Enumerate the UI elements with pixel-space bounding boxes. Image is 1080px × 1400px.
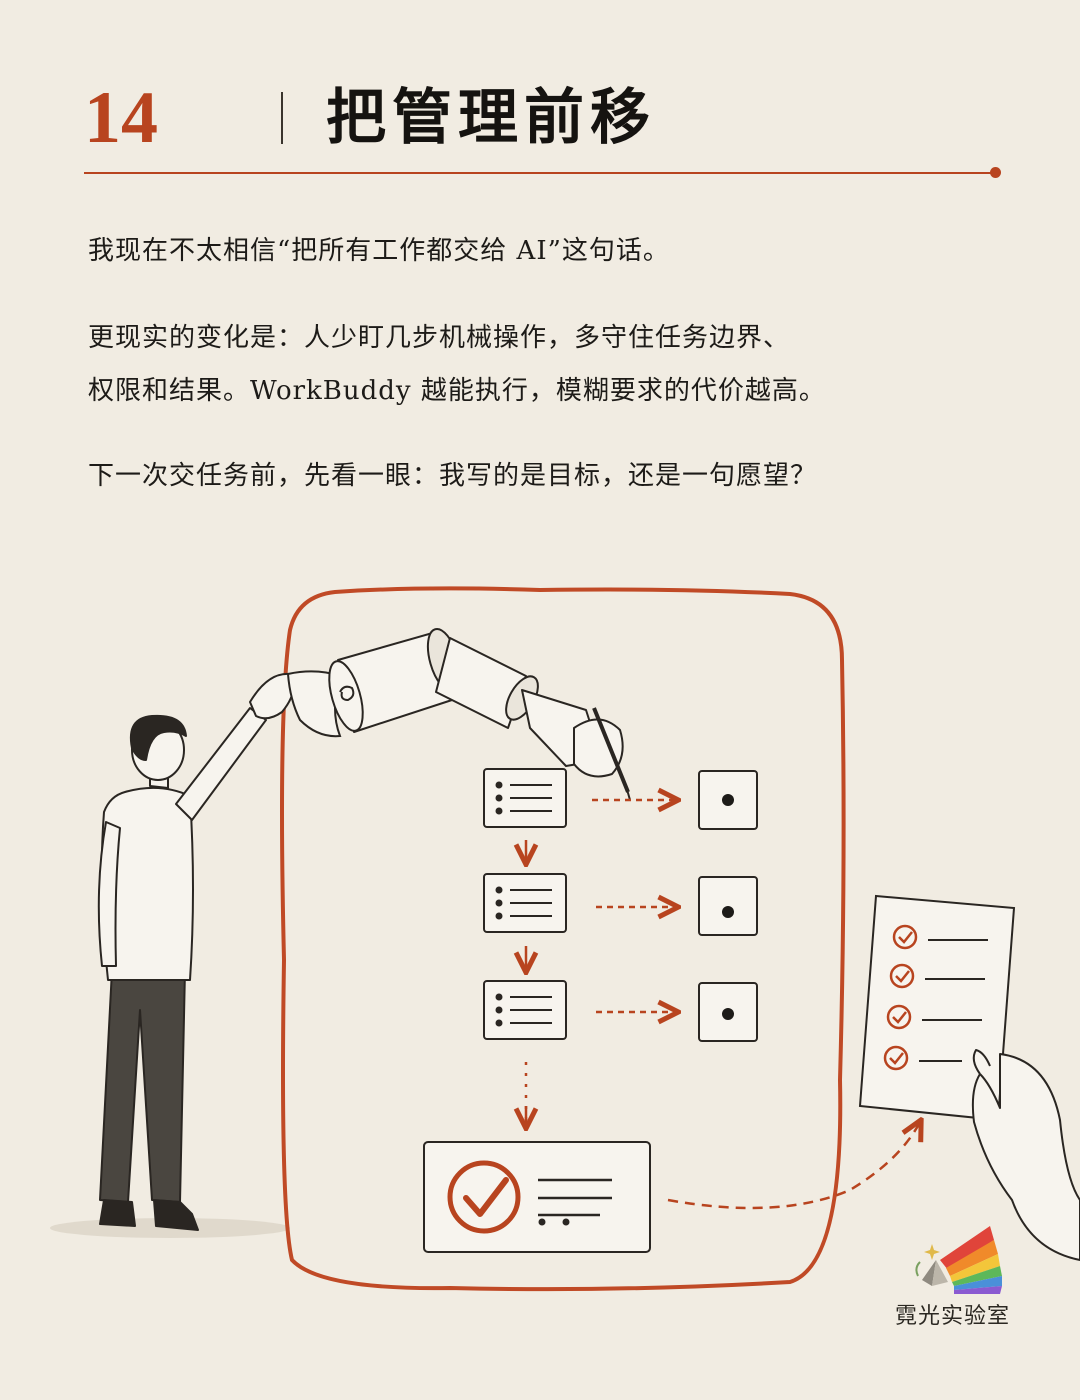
paragraph-3: 下一次交任务前，先看一眼：我写的是目标，还是一句愿望？ <box>88 461 818 491</box>
brand-logo <box>915 1226 1002 1294</box>
header-rule-dot <box>990 167 1001 178</box>
person-illustration <box>97 672 295 1231</box>
output-box-1 <box>698 770 758 830</box>
paragraph-1: 我现在不太相信“把所有工作都交给 AI”这句话。 <box>88 236 670 266</box>
paragraph-2-line-2: 权限和结果。WorkBuddy 越能执行，模糊要求的代价越高。 <box>88 376 826 406</box>
header-rule <box>84 172 994 174</box>
paragraph-2: 更现实的变化是：人少盯几步机械操作，多守住任务边界、 权限和结果。WorkBud… <box>88 312 908 418</box>
output-box-2 <box>698 876 758 936</box>
page-title: 把管理前移 <box>326 83 656 153</box>
header: 14 把管理前移 <box>84 78 1004 158</box>
illustration <box>50 586 1080 1294</box>
task-card-3 <box>483 980 567 1040</box>
title-divider <box>281 92 283 144</box>
section-number: 14 <box>84 77 158 159</box>
flow-arrows <box>526 800 920 1210</box>
robot-arm <box>328 627 631 801</box>
output-box-3 <box>698 982 758 1042</box>
task-card-1 <box>483 768 567 828</box>
task-scroll <box>286 670 342 738</box>
checklist-paper <box>858 894 1016 1122</box>
result-card <box>423 1141 651 1253</box>
brand-name: 霓光实验室 <box>895 1304 1011 1329</box>
paragraph-2-line-1: 更现实的变化是：人少盯几步机械操作，多守住任务边界、 <box>88 323 791 353</box>
task-card-2 <box>483 873 567 933</box>
task-boundary <box>280 586 846 1292</box>
holding-hand <box>971 1049 1080 1261</box>
